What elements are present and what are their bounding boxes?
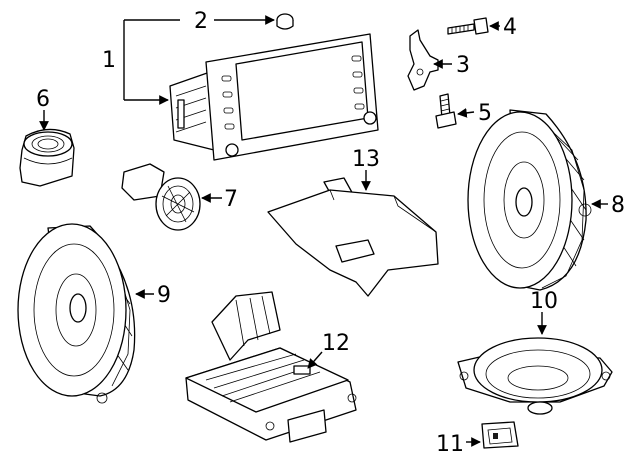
callout-13: 13 <box>352 147 380 172</box>
speaker-part-10[interactable] <box>457 337 613 415</box>
callout-2: 2 <box>194 9 208 34</box>
callout-12: 12 <box>322 331 350 356</box>
callout-10: 10 <box>530 289 558 314</box>
callout-6: 6 <box>36 87 50 112</box>
bolt-part-5[interactable] <box>435 93 457 129</box>
callout-3: 3 <box>456 53 470 78</box>
amplifier-part-12[interactable] <box>185 291 357 443</box>
bracket-part[interactable] <box>407 29 439 91</box>
screw-part-4[interactable] <box>447 17 489 35</box>
leader-lines <box>39 15 608 447</box>
speaker-part-9[interactable] <box>17 223 136 404</box>
callout-1: 1 <box>102 48 116 73</box>
tweeter-part-6[interactable] <box>19 128 75 187</box>
panel-part-13[interactable] <box>267 177 439 297</box>
callout-8: 8 <box>611 193 625 218</box>
callout-9: 9 <box>157 283 171 308</box>
callout-4: 4 <box>503 15 517 40</box>
callout-11: 11 <box>436 432 464 457</box>
speaker-part-8[interactable] <box>467 109 592 291</box>
display-unit-part[interactable] <box>169 33 379 161</box>
cap-part[interactable] <box>276 13 294 30</box>
connector-part-11[interactable] <box>481 421 519 449</box>
speaker-part-7[interactable] <box>121 163 201 231</box>
callout-labels: 1 2 3 4 5 6 7 8 9 10 11 12 13 <box>36 9 625 457</box>
callout-7: 7 <box>224 187 238 212</box>
callout-5: 5 <box>478 101 492 126</box>
